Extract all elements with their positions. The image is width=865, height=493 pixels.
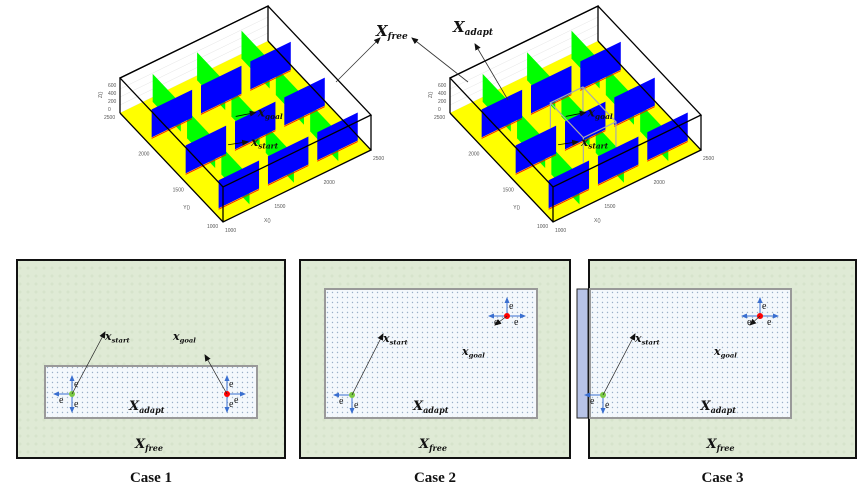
z-axis-label: Z() (98, 91, 104, 98)
e-label: e (229, 399, 234, 410)
e-label: e (767, 317, 772, 328)
z-tick: 0 (438, 107, 441, 113)
x-tick: 2000 (324, 180, 335, 186)
label-x-adapt: Xadapt (700, 399, 737, 415)
x-tick: 1500 (604, 204, 615, 210)
e-label: e (747, 317, 752, 328)
label-x-start: xstart (580, 135, 609, 151)
y-axis-label: Y() (513, 205, 520, 211)
z-tick: 400 (438, 91, 447, 97)
y-tick: 2000 (468, 151, 479, 157)
x-tick: 1000 (225, 228, 236, 234)
e-label: e (354, 400, 359, 411)
svg-text:Xadapt: Xadapt (452, 18, 494, 38)
e-label: e (59, 395, 64, 406)
e-label: e (234, 395, 239, 406)
case-1-caption: Case 1 (130, 470, 172, 486)
wall-blue (234, 101, 276, 150)
y-tick: 2500 (104, 115, 115, 121)
e-label: e (762, 301, 767, 312)
x-tick: 1000 (555, 228, 566, 234)
wall-blue (267, 136, 309, 185)
obstacle-wall (576, 288, 589, 419)
y-tick: 1000 (207, 224, 218, 230)
wall-blue (597, 136, 639, 185)
z-tick: 200 (108, 99, 117, 105)
x-axis-label: X() (264, 218, 271, 224)
label-x-goal: xgoal (172, 330, 196, 344)
label-x-adapt: Xadapt (128, 399, 165, 415)
wall-blue (185, 125, 227, 174)
label-x-free: Xfree (418, 437, 447, 453)
x-axis-label: X() (594, 218, 601, 224)
y-tick: 1500 (503, 188, 514, 194)
wall-blue (481, 89, 523, 138)
label-x-start: xstart (250, 135, 279, 151)
label-x-free-top: Xfree (335, 22, 469, 83)
y-tick: 1000 (537, 224, 548, 230)
z-tick: 0 (108, 107, 111, 113)
wall-blue (531, 65, 572, 114)
label-x-goal: xgoal (587, 105, 613, 121)
x-tick: 2000 (654, 180, 665, 186)
y-tick: 1500 (173, 188, 184, 194)
e-label: e (74, 379, 79, 390)
label-x-start: xstart (382, 332, 409, 346)
x-tick: 2500 (703, 156, 714, 162)
e-label: e (74, 399, 79, 410)
label-x-goal: xgoal (461, 345, 485, 359)
z-axis-label: Z() (428, 91, 434, 98)
label-x-goal: xgoal (257, 105, 283, 121)
svg-text:Xfree: Xfree (375, 22, 408, 42)
case-3-caption: Case 3 (701, 470, 743, 486)
3d-environment-plot-right: 6004002000Z()2500200015001000Y()10001500… (428, 4, 714, 234)
y-axis-label: Y() (183, 205, 190, 211)
label-x-goal: xgoal (713, 345, 737, 359)
z-tick: 600 (108, 83, 117, 89)
label-x-start: xstart (104, 330, 131, 344)
case-2-caption: Case 2 (414, 470, 456, 486)
free-space-region (16, 259, 286, 459)
label-x-free: Xfree (134, 437, 163, 453)
z-tick: 400 (108, 91, 117, 97)
wall-blue (564, 101, 606, 150)
z-tick: 200 (438, 99, 447, 105)
e-label: e (605, 400, 610, 411)
3d-environment-plot-left: 6004002000Z()2500200015001000Y()10001500… (98, 4, 384, 234)
adapt-region (44, 365, 258, 419)
e-label: e (514, 317, 519, 328)
wall-blue (201, 65, 242, 114)
label-x-adapt: Xadapt (412, 399, 449, 415)
y-tick: 2500 (434, 115, 445, 121)
label-x-start: xstart (634, 332, 661, 346)
wall-blue (515, 125, 557, 174)
y-tick: 2000 (138, 151, 149, 157)
e-label: e (229, 379, 234, 390)
x-tick: 2500 (373, 156, 384, 162)
e-label: e (509, 301, 514, 312)
label-x-free: Xfree (706, 437, 735, 453)
x-tick: 1500 (274, 204, 285, 210)
wall-blue (548, 160, 590, 209)
e-label: e (339, 396, 344, 407)
wall-blue (151, 89, 193, 138)
wall-blue (218, 160, 260, 209)
adapt-region (324, 288, 538, 419)
z-tick: 600 (438, 83, 447, 89)
label-x-adapt-top: Xadapt (452, 18, 509, 101)
adapt-region (589, 288, 792, 419)
e-label: e (590, 396, 595, 407)
